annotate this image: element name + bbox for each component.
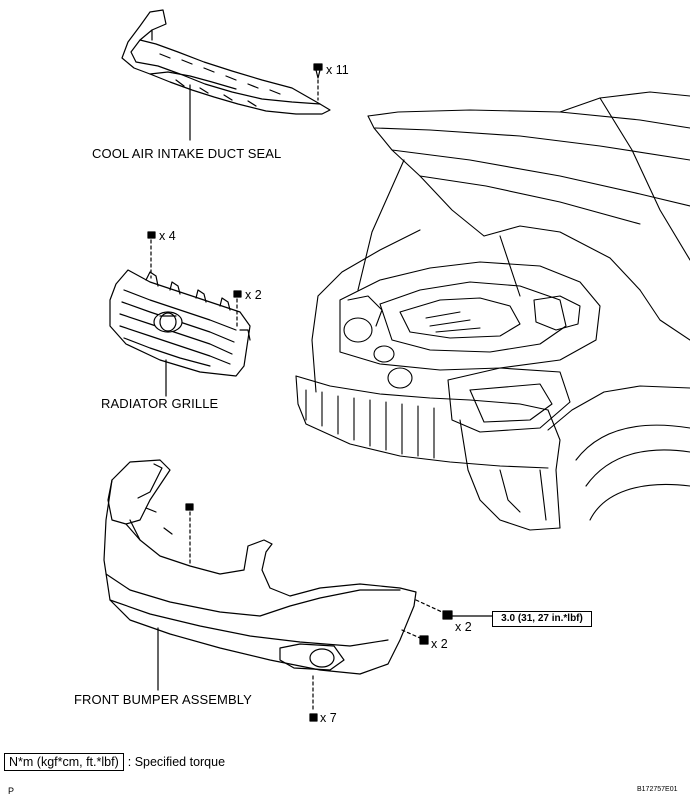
bumper-bolt-leader xyxy=(415,599,443,613)
torque-legend: N*m (kgf*cm, ft.*lbf) : Specified torque xyxy=(4,751,225,773)
legend-description: : Specified torque xyxy=(127,755,226,769)
bumper-screw-quantity: x 2 xyxy=(431,637,448,651)
grille-screw-quantity: x 2 xyxy=(245,288,262,302)
duct-clip-icon xyxy=(313,63,323,79)
footer-left-mark: P xyxy=(8,786,15,796)
vehicle-drawing xyxy=(295,91,690,531)
bumper-bolt-quantity: x 2 xyxy=(455,620,472,634)
bumper-bottom-clip-quantity: x 7 xyxy=(320,711,337,725)
grille-clip-top-icon xyxy=(147,231,156,239)
duct-seal-drawing xyxy=(121,9,331,115)
torque-spec-box: 3.0 (31, 27 in.*lbf) xyxy=(492,611,592,627)
duct-seal-label: COOL AIR INTAKE DUCT SEAL xyxy=(92,146,282,161)
grille-screw-icon xyxy=(233,290,242,298)
front-bumper-drawing xyxy=(103,459,417,675)
bumper-clip-icon xyxy=(185,503,453,722)
front-bumper-label: FRONT BUMPER ASSEMBLY xyxy=(74,692,252,707)
radiator-grille-drawing xyxy=(109,269,251,377)
grille-clip-quantity: x 4 xyxy=(159,229,176,243)
figure-code: B172757E01 xyxy=(637,786,678,793)
radiator-grille-label: RADIATOR GRILLE xyxy=(101,396,219,411)
duct-clip-quantity: x 11 xyxy=(326,63,349,77)
legend-unit-box: N*m (kgf*cm, ft.*lbf) xyxy=(4,753,124,771)
bumper-screw-leader xyxy=(401,629,421,639)
